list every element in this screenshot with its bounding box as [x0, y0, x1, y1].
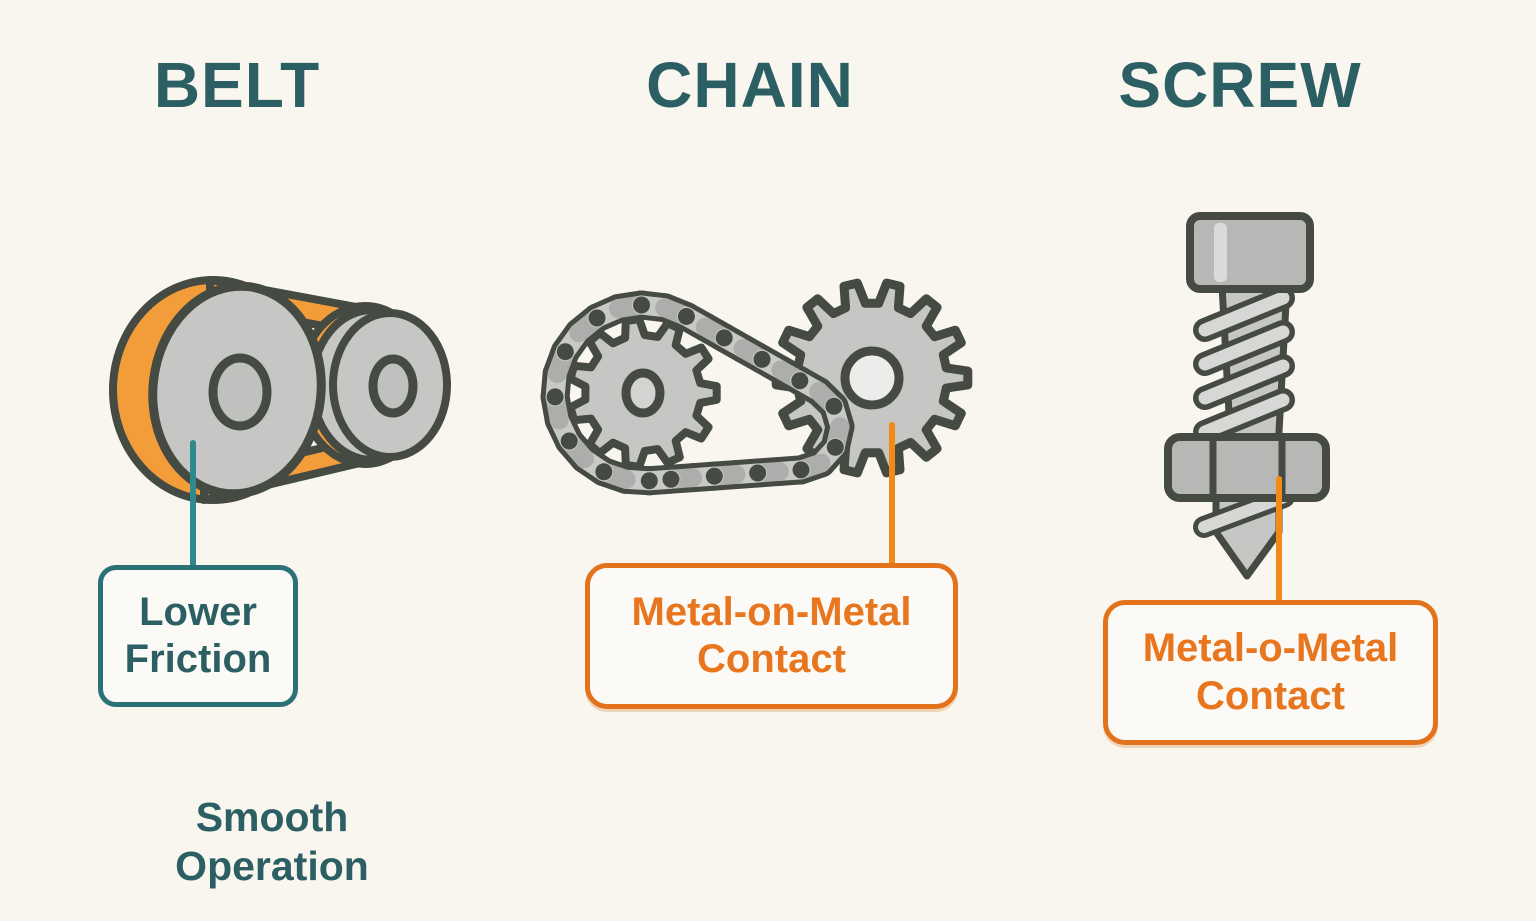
belt-callout-line2: Friction	[124, 637, 272, 681]
belt-callout-line1: Lower	[139, 589, 257, 634]
thread-ridge	[1198, 393, 1290, 439]
left-pulley-hub	[208, 353, 272, 431]
heading-belt: BELT	[153, 49, 321, 121]
drive-gear	[771, 278, 973, 478]
chain-roller	[826, 438, 844, 456]
screw-head-body	[1186, 212, 1314, 293]
chain-roller	[560, 432, 578, 450]
hex-nut	[1164, 433, 1330, 502]
chain-links	[540, 290, 855, 496]
thread-ridge	[1198, 325, 1290, 371]
heading-screw: SCREW	[1118, 49, 1362, 121]
belt-pulley-illustration	[109, 276, 451, 504]
chain-roller	[715, 329, 733, 347]
screw-callout-line2: Contact	[1196, 673, 1345, 718]
belt-footnote-line1: Smooth	[195, 794, 349, 840]
chain-roller	[825, 397, 843, 415]
thread-ridge	[1198, 291, 1290, 337]
chain-roller	[556, 343, 574, 361]
screw-threads	[1193, 286, 1295, 444]
screw-bolt	[1164, 212, 1330, 580]
belt-callout-box: Lower Friction	[98, 565, 298, 707]
gear-center-hole	[840, 346, 904, 410]
thread-ridge	[1198, 359, 1290, 405]
nut-body	[1164, 433, 1330, 502]
right-pulley-hub	[368, 354, 418, 418]
chain-roller	[791, 372, 809, 390]
chain-roller	[705, 467, 723, 485]
heading-chain: CHAIN	[646, 49, 854, 121]
belt-callout-leader-line	[190, 440, 196, 568]
chain-roller	[753, 350, 771, 368]
chain-sprocket-illustration	[540, 278, 973, 496]
sprocket-center-hole	[621, 368, 665, 418]
screw-callout-line1: Metal-o-Metal	[1142, 626, 1399, 671]
chain-roller	[546, 388, 564, 406]
screw-head	[1186, 212, 1314, 293]
belt-footnote-line2: Operation	[175, 843, 369, 890]
screw-callout-box: Metal-o-Metal Contact	[1103, 600, 1438, 745]
chain-roller	[792, 461, 810, 479]
chain-roller	[588, 309, 606, 327]
screw-callout-leader-line	[1276, 476, 1282, 603]
chain-roller	[595, 463, 613, 481]
screw-head-highlight	[1214, 223, 1227, 282]
belt-drive	[109, 276, 451, 504]
chain-roller	[662, 470, 680, 488]
chain-roller	[677, 307, 695, 325]
chain-roller	[633, 296, 651, 314]
chain-callout-box: Metal-on-Metal Contact	[585, 563, 958, 709]
screw-illustration	[1164, 212, 1330, 580]
belt-footnote: Smooth Operation	[97, 793, 447, 891]
chain-roller	[640, 472, 658, 490]
chain-callout-line2: Contact	[697, 637, 846, 681]
chain-sprocket	[566, 315, 721, 471]
chain-callout-leader-line	[889, 422, 895, 566]
chain-roller	[749, 464, 767, 482]
chain-callout-line1: Metal-on-Metal	[631, 589, 912, 634]
